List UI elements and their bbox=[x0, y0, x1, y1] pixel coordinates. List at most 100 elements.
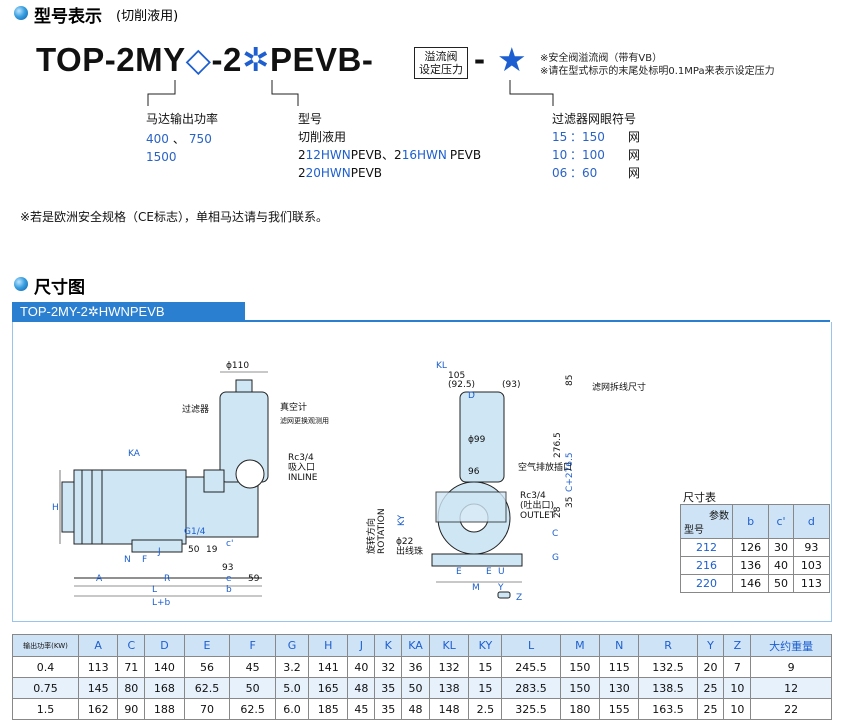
table-cell: 138.5 bbox=[638, 677, 698, 699]
size-cell: 30 bbox=[768, 538, 794, 557]
mesh-label: 过滤器网眼符号 bbox=[552, 112, 637, 126]
table-cell: 15 bbox=[468, 656, 503, 678]
dim-d: D bbox=[468, 391, 475, 401]
dim-header: M bbox=[559, 634, 601, 657]
table-cell: 50 bbox=[229, 677, 276, 699]
table-cell: 10 bbox=[723, 698, 752, 720]
size-table-h1: 参数 bbox=[709, 511, 729, 522]
size-cell: 212 bbox=[680, 538, 733, 557]
label-vacuum: 真空计 bbox=[280, 401, 307, 413]
dim-85: 85 bbox=[565, 375, 575, 386]
size-cell: 93 bbox=[792, 538, 831, 557]
table-cell: 7 bbox=[723, 656, 752, 678]
mesh-sep: ： bbox=[570, 148, 583, 162]
size-cell: 113 bbox=[792, 574, 831, 593]
dim-92-5: (92.5) bbox=[448, 380, 475, 390]
dim-93b: (93) bbox=[502, 380, 520, 390]
table-cell: 35 bbox=[374, 698, 403, 720]
table-cell: 113 bbox=[77, 656, 119, 678]
dim-phi110: ϕ110 bbox=[226, 361, 249, 371]
valve-box-line1: 溢流阀 bbox=[424, 50, 458, 63]
dim-header: KY bbox=[468, 634, 503, 657]
table-cell: 80 bbox=[117, 677, 146, 699]
drawing-title-bar: TOP-2MY-2✲HWNPEVB bbox=[12, 302, 245, 322]
motor-1500: 1500 bbox=[146, 150, 177, 164]
table-cell: 163.5 bbox=[638, 698, 698, 720]
model-notes: ※安全阀溢流阀（带有VB） ※请在型式标示的末尾处标明0.1MPa来表示设定压力 bbox=[540, 52, 775, 78]
type-label: 型号 bbox=[298, 112, 323, 126]
section-subtitle: (切削液用) bbox=[116, 9, 179, 24]
table-cell: 6.0 bbox=[274, 698, 310, 720]
model-code: TOP-2MY◇-2✲PEVB- bbox=[36, 40, 373, 79]
dim-276-5: 276.5 bbox=[553, 432, 563, 458]
label-air-port: 空气排放插口 bbox=[518, 461, 572, 473]
star-filled-icon: ★ bbox=[497, 41, 528, 78]
dim-ky: KY bbox=[397, 514, 407, 526]
dim-96: 96 bbox=[468, 467, 480, 477]
label-rc2: Rc3/4 bbox=[520, 491, 546, 501]
note-1: ※安全阀溢流阀（带有VB） bbox=[540, 53, 663, 64]
dimension-drawing: H ϕ110 过滤器 真空计 滤网更换观测用 Rc3/4 吸入口 INLINE … bbox=[52, 361, 646, 608]
label-rc: Rc3/4 bbox=[288, 453, 314, 463]
table-cell: 90 bbox=[117, 698, 146, 720]
table-cell: 155 bbox=[599, 698, 640, 720]
dim-g14: G1/4 bbox=[184, 527, 206, 537]
table-cell: 10 bbox=[723, 677, 752, 699]
label-cable: 出线珠 bbox=[396, 545, 423, 557]
size-cell: 50 bbox=[768, 574, 794, 593]
dim-header: F bbox=[229, 634, 276, 657]
size-cell: 146 bbox=[731, 574, 770, 593]
table-cell: 165 bbox=[308, 677, 349, 699]
dim-header: N bbox=[599, 634, 640, 657]
model-brackets bbox=[147, 80, 554, 106]
table-cell: 130 bbox=[599, 677, 640, 699]
table-cell: 56 bbox=[183, 656, 231, 678]
dim-header-power: 输出功率(KW) bbox=[12, 634, 79, 657]
label-rotation-en: ROTATION bbox=[377, 508, 387, 554]
dim-l: L bbox=[152, 585, 157, 595]
table-cell: 3.2 bbox=[274, 656, 310, 678]
table-cell: 45 bbox=[347, 698, 376, 720]
dim-header: 大约重量 bbox=[750, 634, 832, 657]
table-cell: 245.5 bbox=[501, 656, 561, 678]
table-cell: 132.5 bbox=[638, 656, 698, 678]
mesh-code: 15 bbox=[552, 130, 568, 144]
table-cell: 22 bbox=[750, 698, 832, 720]
dim-header: G bbox=[274, 634, 310, 657]
model-part2: -2 bbox=[211, 41, 242, 78]
dim-header: R bbox=[638, 634, 698, 657]
label-inlet-en: INLINE bbox=[288, 473, 318, 483]
dim-h: H bbox=[52, 503, 59, 513]
table-cell: 140 bbox=[144, 656, 185, 678]
motor-output-block: 马达输出功率 400、750 1500 bbox=[146, 110, 218, 166]
table-cell: 283.5 bbox=[501, 677, 561, 699]
type-r1a: 2 bbox=[298, 148, 306, 162]
table-cell: 115 bbox=[599, 656, 640, 678]
type-r1b: 12HWN bbox=[305, 148, 351, 162]
dim-j: J bbox=[157, 547, 161, 557]
table-cell: 138 bbox=[428, 677, 470, 699]
table-cell: 36 bbox=[401, 656, 430, 678]
type-sub: 切削液用 bbox=[298, 130, 347, 144]
dim-c-276-5: C+276.5 bbox=[565, 452, 575, 492]
type-r2c: PEVB bbox=[350, 166, 383, 180]
table-cell: 9 bbox=[750, 656, 832, 678]
table-cell: 2.5 bbox=[468, 698, 503, 720]
section-title-2: 尺寸图 bbox=[34, 278, 85, 298]
table-cell: 5.0 bbox=[274, 677, 310, 699]
dim-z: Z bbox=[516, 593, 522, 603]
table-cell: 62.5 bbox=[229, 698, 276, 720]
label-outlet-cn: (吐出口) bbox=[520, 499, 554, 511]
section-bullet-icon bbox=[14, 277, 28, 291]
dim-59: 59 bbox=[248, 574, 260, 584]
drawing-panel bbox=[12, 322, 832, 622]
table-cell: 25 bbox=[696, 698, 725, 720]
mesh-value: 100 bbox=[582, 148, 605, 162]
table-cell: 188 bbox=[144, 698, 185, 720]
size-cell: 126 bbox=[731, 538, 770, 557]
